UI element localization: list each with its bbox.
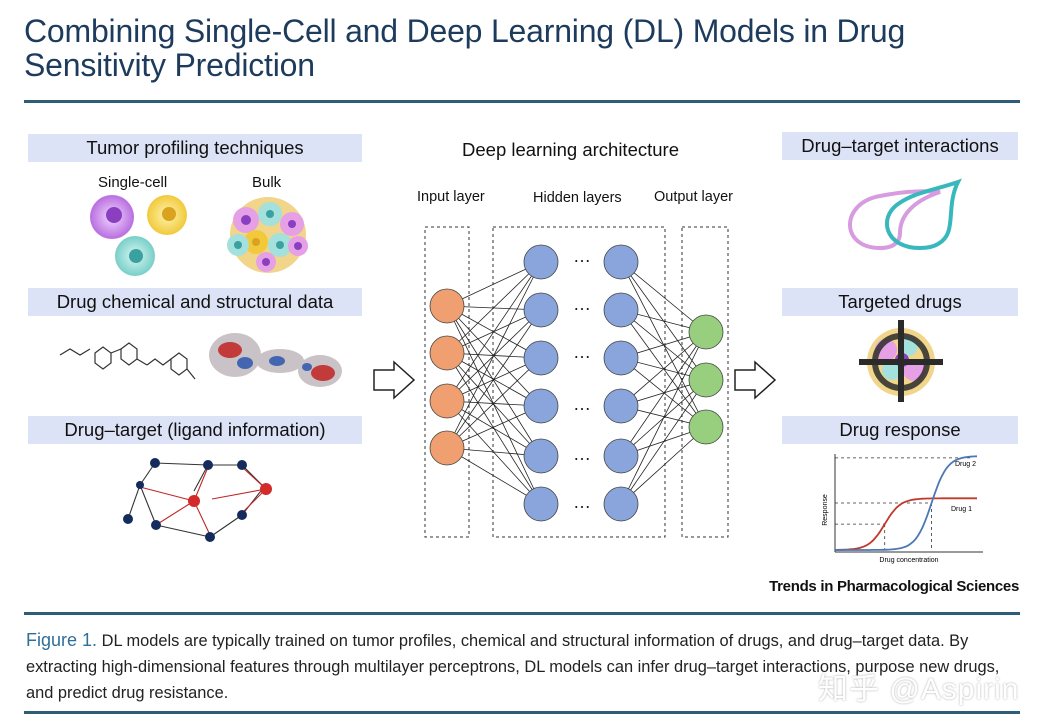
input-node: [429, 288, 465, 324]
hidden-node: [523, 438, 559, 474]
single-cell-yellow: [147, 195, 187, 235]
chart-label-drug2: Drug 2: [955, 461, 976, 468]
output-node: [688, 409, 724, 445]
network-drug-nodes: [188, 483, 272, 507]
single-cell-teal: [115, 236, 155, 276]
nn-edge: [446, 309, 542, 449]
drug-target-network: [123, 458, 272, 542]
chemical-structure-illustration: [59, 333, 342, 387]
cells-illustration: [90, 195, 308, 276]
hidden-node: [603, 292, 639, 328]
single-cell-label: Single-cell: [98, 174, 168, 191]
architecture-title: Deep learning architecture: [462, 139, 679, 160]
ellipsis-row-6: …: [573, 492, 591, 512]
input-node: [429, 335, 465, 371]
bulk-label: Bulk: [252, 174, 282, 191]
nn-edge: [446, 357, 542, 449]
drug-target-interaction-illustration: [848, 178, 962, 251]
figure-title: Combining Single-Cell and Deep Learning …: [24, 13, 906, 83]
nn-edge: [620, 357, 707, 428]
targeted-drugs-illustration: [859, 320, 943, 402]
hidden-layers-label: Hidden layers: [533, 190, 622, 206]
chart-guides: [835, 457, 970, 550]
single-cell-purple: [90, 195, 134, 239]
output-node: [688, 362, 724, 398]
target-shape: [848, 189, 941, 251]
figure-caption: Figure 1. DL models are typically traine…: [26, 627, 1026, 706]
protein-structure: [209, 333, 342, 387]
nn-edge: [620, 331, 707, 457]
hidden-node: [523, 388, 559, 424]
ellipsis-row-2: …: [573, 294, 591, 314]
response-curve-1: [835, 497, 977, 551]
input-node: [429, 383, 465, 419]
nn-edge: [446, 447, 542, 505]
hidden-node: [603, 486, 639, 522]
chemical-data-title: Drug chemical and structural data: [28, 288, 362, 316]
bulk-tumor: [227, 197, 308, 273]
top-rule: [24, 100, 1020, 103]
crosshair-icon: [859, 320, 943, 402]
neural-network-diagram: [424, 226, 729, 538]
network-edges: [127, 462, 265, 538]
nn-edge: [620, 379, 707, 505]
hidden-node: [523, 340, 559, 376]
nn-edge: [446, 352, 542, 457]
targeted-drugs-title: Targeted drugs: [782, 288, 1018, 316]
ellipsis-row-3: …: [573, 342, 591, 362]
molecule-skeleton: [59, 342, 196, 380]
caption-top-rule: [24, 612, 1020, 615]
arrow-center-to-right: [734, 360, 777, 400]
network-nodes: [429, 244, 724, 522]
hidden-node: [603, 438, 639, 474]
output-layer-label: Output layer: [654, 189, 733, 205]
hidden-node: [603, 340, 639, 376]
nn-edge: [446, 261, 542, 402]
hidden-node: [603, 244, 639, 280]
nn-edge: [446, 400, 542, 505]
network-nodes: [123, 458, 247, 542]
hidden-layers-box: [492, 226, 666, 538]
watermark: 知乎 @Aspirin: [818, 673, 1020, 706]
ellipsis-row-5: …: [573, 444, 591, 464]
chart-series: [835, 455, 978, 551]
input-layer-label: Input layer: [417, 189, 485, 205]
ellipsis-row-4: …: [573, 394, 591, 414]
drug-response-title: Drug response: [782, 416, 1018, 444]
nn-edge: [620, 331, 707, 505]
output-node: [688, 314, 724, 350]
caption-figure-label: Figure 1.: [26, 630, 98, 650]
response-curve-2: [835, 455, 978, 551]
chart-ylabel: Response: [822, 494, 829, 526]
nn-edge: [446, 305, 542, 457]
nn-edge: [446, 261, 542, 354]
drug-shape: [885, 178, 962, 251]
hidden-node: [523, 486, 559, 522]
ellipsis-row-1: …: [573, 246, 591, 266]
drug-response-chart: Response Drug concentration Drug 2 Drug …: [822, 454, 983, 564]
ligand-title: Drug–target (ligand information): [28, 416, 362, 444]
input-layer-box: [424, 226, 470, 538]
nn-edge: [620, 261, 707, 333]
caption-bottom-rule: [24, 711, 1020, 714]
output-layer-box: [681, 226, 729, 538]
nn-edge: [446, 400, 542, 457]
hidden-node: [523, 244, 559, 280]
hidden-node: [603, 388, 639, 424]
arrow-left-to-center: [373, 360, 416, 400]
nn-edge: [446, 261, 542, 449]
nn-edge: [620, 331, 707, 407]
nn-edge: [620, 426, 707, 505]
interactions-title: Drug–target interactions: [782, 132, 1018, 160]
journal-credit: Trends in Pharmacological Sciences: [769, 578, 1019, 595]
input-node: [429, 430, 465, 466]
hidden-node: [523, 292, 559, 328]
chart-xlabel: Drug concentration: [879, 557, 938, 564]
caption-text: DL models are typically trained on tumor…: [26, 632, 1000, 702]
tumor-profiling-title: Tumor profiling techniques: [28, 134, 362, 162]
chart-label-drug1: Drug 1: [951, 506, 972, 513]
